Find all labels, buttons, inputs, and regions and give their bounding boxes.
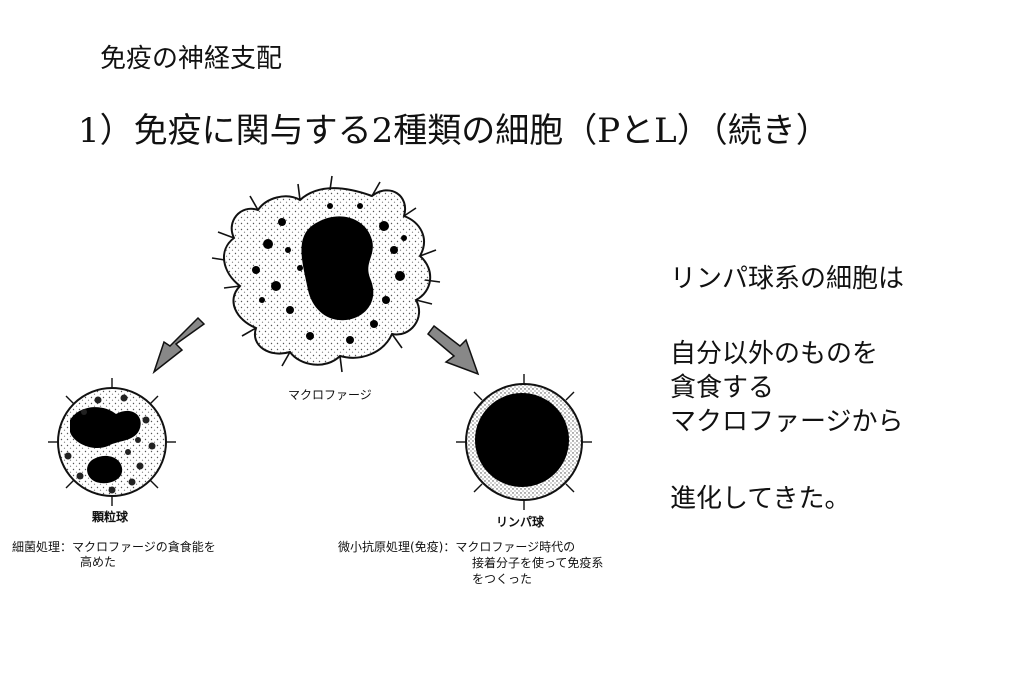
lymphocyte-cell xyxy=(456,374,592,510)
granulocyte-caption-head: 細菌処理： xyxy=(12,540,73,554)
side-text-line-5: 進化してきた。 xyxy=(670,484,851,514)
granulocyte-label: 顆粒球 xyxy=(92,510,129,524)
lymphocyte-caption-line-3: をつくった xyxy=(472,572,533,586)
lymphocyte-caption-head: 微小抗原処理(免疫)： xyxy=(338,540,456,554)
arrow-to-lymphocyte xyxy=(426,324,480,376)
granulocyte-caption: 細菌処理：マクロファージの貪食能を xyxy=(12,540,216,555)
main-title: 1）免疫に関与する2種類の細胞（PとL）（続き） xyxy=(78,111,830,151)
macrophage-label: マクロファージ xyxy=(288,388,372,402)
arrow-to-granulocyte xyxy=(152,316,206,375)
side-text-line-4: マクロファージから xyxy=(670,407,904,437)
lymphocyte-caption-line-2: 接着分子を使って免疫系 xyxy=(472,556,604,570)
side-text-line-1: リンパ球系の細胞は xyxy=(670,264,905,294)
lymphocyte-label: リンパ球 xyxy=(496,515,545,529)
side-text-line-3: 貪食する xyxy=(670,373,775,403)
lymphocyte-caption-line-1: マクロファージ時代の xyxy=(455,540,576,554)
macrophage-cell xyxy=(211,175,441,373)
section-title: 免疫の神経支配 xyxy=(100,44,283,74)
granulocyte-caption-line-1: マクロファージの貪食能を xyxy=(72,540,216,554)
lymphocyte-caption: 微小抗原処理(免疫)：マクロファージ時代の xyxy=(338,540,575,555)
lymphocyte-nucleus xyxy=(475,393,569,487)
granulocyte-cell xyxy=(48,378,176,506)
granulocyte-nucleus-upper xyxy=(70,407,141,449)
granulocyte-nucleus-lower xyxy=(87,455,123,484)
granulocyte-caption-line-2: 高めた xyxy=(80,555,117,569)
macrophage-nucleus xyxy=(301,216,374,321)
side-text-line-2: 自分以外のものを xyxy=(670,339,879,369)
